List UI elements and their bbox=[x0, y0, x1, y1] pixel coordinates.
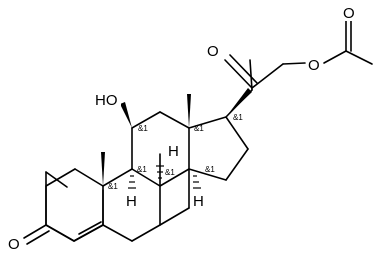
ketone-oxygen-label: O bbox=[8, 236, 20, 253]
stereo-label-c17: &1 bbox=[233, 113, 243, 122]
stereo-bonds bbox=[101, 88, 252, 186]
stereo-descriptors: &1 &1 &1 &1 &1 &1 &1 bbox=[108, 113, 243, 191]
stereo-label-c8: &1 bbox=[165, 168, 175, 177]
hydroxyl-label: HO bbox=[95, 92, 118, 109]
hydrogen-c8-label: H bbox=[168, 143, 179, 160]
stereo-label-c9: &1 bbox=[137, 165, 147, 174]
stereo-label-c13: &1 bbox=[194, 124, 204, 133]
bond-skeleton bbox=[23, 20, 373, 245]
hydrogen-c9-label: H bbox=[126, 193, 137, 210]
stereo-label-c10: &1 bbox=[108, 182, 118, 191]
acetyl-carbonyl-oxygen-label: O bbox=[343, 5, 355, 22]
stereo-label-c14: &1 bbox=[205, 165, 215, 174]
atom-labels: O O O O HO H H H bbox=[7, 3, 356, 253]
hashed-bonds bbox=[128, 165, 201, 189]
hydrogen-c14-label: H bbox=[193, 193, 204, 210]
stereo-label-c11: &1 bbox=[138, 124, 148, 133]
c20-ketone-oxygen-label: O bbox=[207, 43, 219, 60]
ester-ether-oxygen-label: O bbox=[308, 57, 320, 74]
